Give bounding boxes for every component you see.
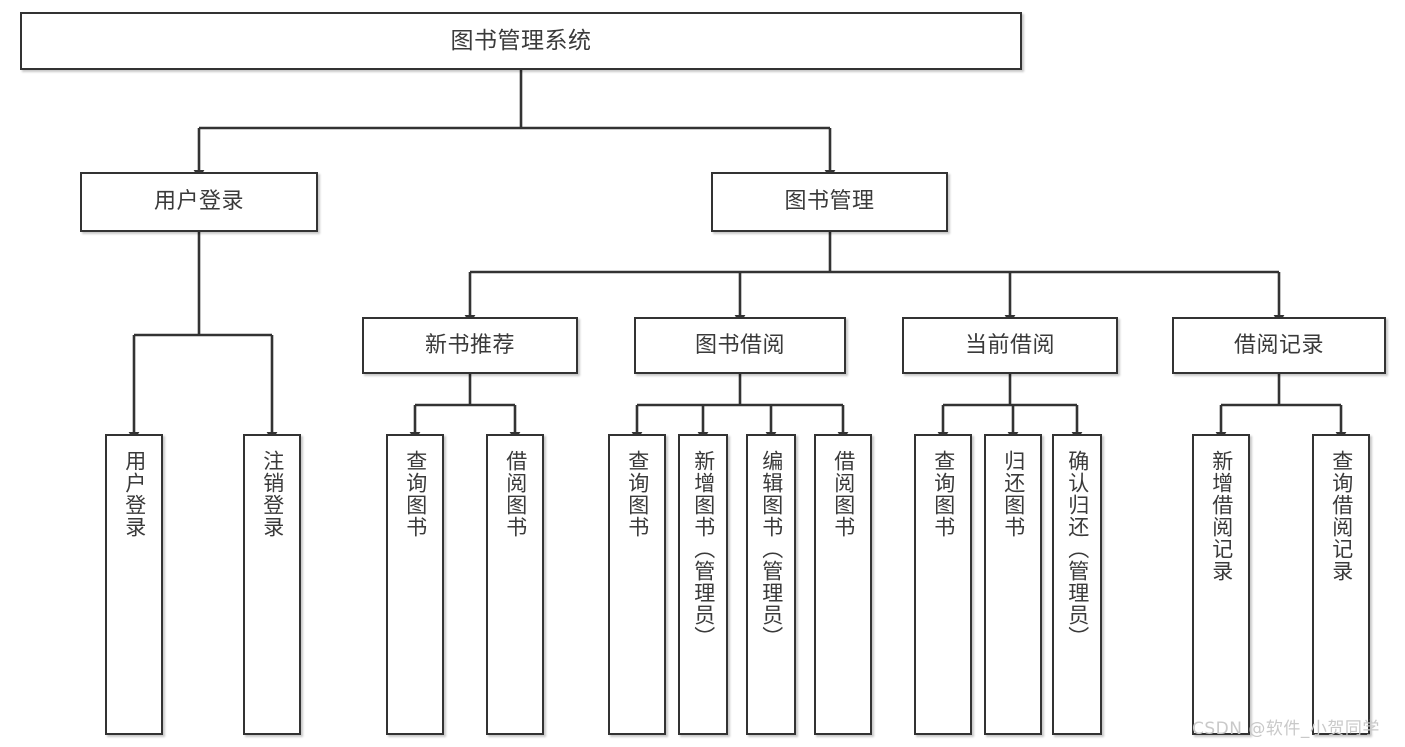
node-label: 借阅图书	[503, 450, 528, 538]
node-b1[interactable]: 查询图书	[608, 434, 666, 735]
node-label: 查询图书	[931, 450, 956, 538]
node-c3[interactable]: 确认归还（管理员）	[1052, 434, 1102, 735]
node-label: 图书借阅	[694, 332, 785, 358]
node-current[interactable]: 当前借阅	[902, 317, 1118, 374]
node-root[interactable]: 图书管理系统	[20, 12, 1022, 70]
node-label: 新增借阅记录	[1209, 450, 1234, 582]
node-label: 新书推荐	[424, 332, 515, 358]
node-l1[interactable]: 用户登录	[105, 434, 163, 735]
node-records[interactable]: 借阅记录	[1172, 317, 1386, 374]
node-b2[interactable]: 新增图书（管理员）	[678, 434, 728, 735]
node-c2[interactable]: 归还图书	[984, 434, 1042, 735]
node-r1[interactable]: 新增借阅记录	[1192, 434, 1250, 735]
node-label: 编辑图书（管理员）	[759, 450, 784, 648]
node-label: 确认归还（管理员）	[1065, 450, 1090, 648]
node-label: 查询图书	[403, 450, 428, 538]
node-label: 归还图书	[1001, 450, 1026, 538]
node-label: 图书管理系统	[450, 27, 592, 54]
node-login[interactable]: 用户登录	[80, 172, 318, 232]
node-b3[interactable]: 编辑图书（管理员）	[746, 434, 796, 735]
node-label: 注销登录	[260, 450, 285, 538]
node-bookmgmt[interactable]: 图书管理	[711, 172, 948, 232]
node-label: 当前借阅	[964, 332, 1055, 358]
node-label: 图书管理	[784, 189, 875, 215]
node-n1[interactable]: 查询图书	[386, 434, 444, 735]
node-l2[interactable]: 注销登录	[243, 434, 301, 735]
node-newbook[interactable]: 新书推荐	[362, 317, 578, 374]
node-borrow[interactable]: 图书借阅	[634, 317, 846, 374]
node-label: 新增图书（管理员）	[691, 450, 716, 648]
node-label: 借阅图书	[831, 450, 856, 538]
node-label: 用户登录	[122, 450, 147, 538]
node-label: 借阅记录	[1233, 332, 1324, 358]
csdn-watermark: CSDN @软件_小贺同学	[1192, 719, 1380, 739]
node-label: 用户登录	[153, 189, 244, 215]
node-n2[interactable]: 借阅图书	[486, 434, 544, 735]
node-c1[interactable]: 查询图书	[914, 434, 972, 735]
node-label: 查询图书	[625, 450, 650, 538]
node-b4[interactable]: 借阅图书	[814, 434, 872, 735]
node-r2[interactable]: 查询借阅记录	[1312, 434, 1370, 735]
node-label: 查询借阅记录	[1329, 450, 1354, 582]
